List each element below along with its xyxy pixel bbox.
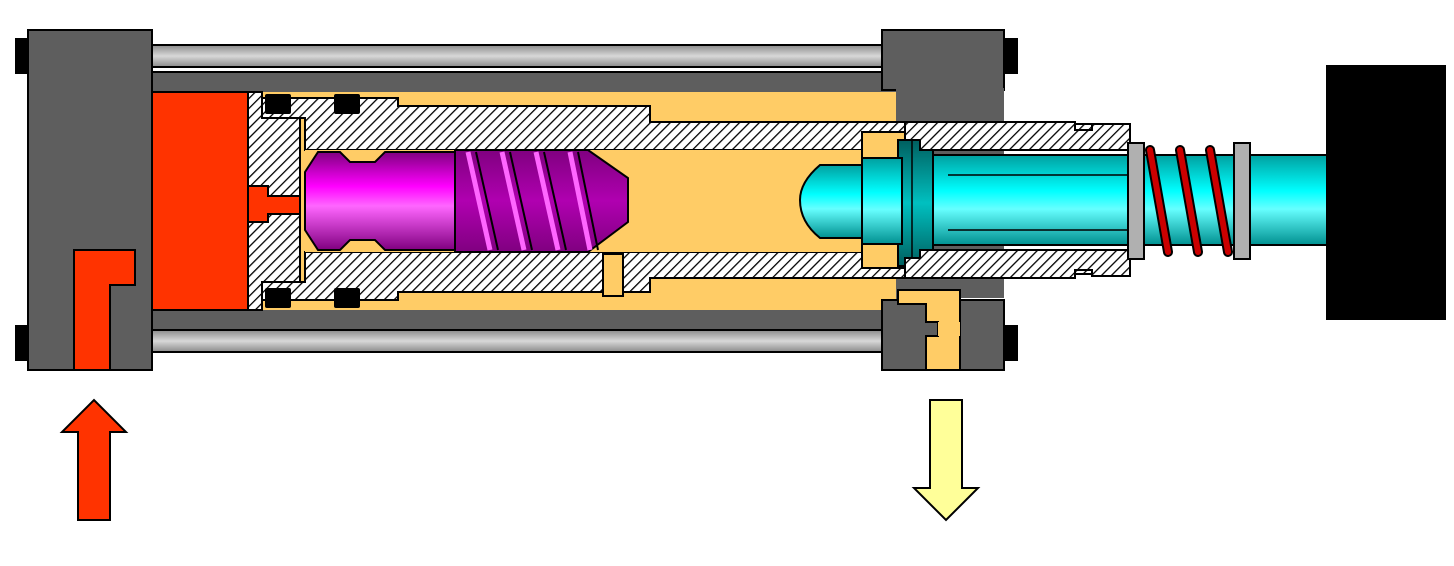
spring-washer-left	[1127, 142, 1145, 260]
worm-screw	[304, 149, 629, 253]
rod-nut-lower	[904, 249, 1131, 279]
outlet-arrow-down-icon	[911, 399, 981, 522]
inlet-port	[73, 249, 136, 371]
piston-orifice	[247, 185, 301, 223]
pressure-chamber	[134, 91, 263, 311]
rod-passage	[602, 253, 624, 297]
piston-seals	[265, 94, 360, 308]
return-spring	[1127, 142, 1251, 260]
rod-nut-upper	[904, 121, 1131, 151]
spline-collar	[897, 139, 934, 267]
load-block	[1326, 65, 1446, 320]
left-end-cap	[15, 29, 153, 371]
outlet-port-neck	[938, 322, 960, 336]
inlet-arrow-up-icon	[59, 398, 129, 521]
spring-washer-right	[1233, 142, 1251, 260]
